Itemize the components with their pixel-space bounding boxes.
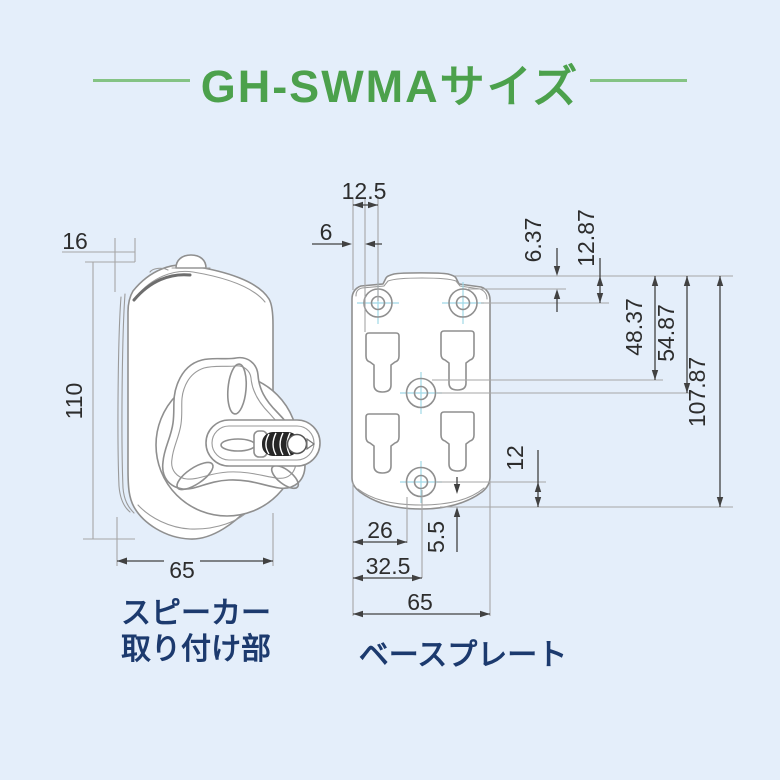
base-plate-view: 12.5 6 6.37 12.87 (312, 178, 733, 618)
screw-ball-tip (286, 433, 308, 455)
plate-extension-lines (352, 196, 733, 616)
dim-edge-to-center: 32.5 (353, 553, 422, 582)
dim-mount-depth: 16 (62, 228, 136, 292)
svg-text:12: 12 (502, 445, 528, 471)
dim-bottom-arc-depth: 5.5 (423, 477, 461, 553)
mount-body-inner-bottom (137, 504, 253, 530)
svg-text:65: 65 (407, 589, 433, 615)
clamp-slot-left (176, 461, 214, 491)
mount-body-inner-top (135, 270, 266, 303)
title-rule-left (93, 79, 190, 82)
svg-text:6.37: 6.37 (520, 218, 546, 263)
svg-text:48.37: 48.37 (621, 298, 647, 356)
svg-text:32.5: 32.5 (366, 553, 411, 579)
dim-edge-to-slot: 6 (312, 219, 382, 248)
caption-speaker-mount-line2: 取り付け部 (121, 633, 271, 666)
svg-text:12.5: 12.5 (342, 178, 387, 204)
keyhole-slots (365, 330, 475, 474)
svg-text:12.87: 12.87 (573, 209, 599, 267)
dim-top-to-hole: 12.87 (573, 209, 604, 303)
hole-center (400, 372, 442, 414)
svg-text:54.87: 54.87 (653, 304, 679, 362)
dim-mount-width-value: 65 (169, 557, 195, 583)
svg-text:107.87: 107.87 (684, 357, 710, 427)
dim-edge-to-hole-x: 12.5 (342, 178, 387, 209)
svg-text:5.5: 5.5 (423, 521, 449, 553)
svg-text:26: 26 (367, 517, 393, 543)
dim-total-height: 107.87 (684, 276, 724, 507)
dim-mount-height: 110 (61, 262, 135, 540)
page-title-row: GH-SWMAサイズ (0, 0, 780, 120)
page-title: GH-SWMAサイズ (200, 61, 580, 112)
hole-top-right (442, 282, 484, 324)
caption-speaker-mount-line1: スピーカー (121, 597, 271, 630)
hole-bottom (400, 461, 442, 503)
dim-edge-to-bottom-hole: 26 (353, 517, 407, 546)
mount-body-edge-accent (132, 273, 192, 302)
dim-top-to-center-hole: 54.87 (653, 276, 691, 393)
caption-base-plate: ベースプレート (358, 639, 568, 672)
screw-point (306, 437, 316, 451)
caption-speaker-mount: スピーカー 取り付け部 (121, 596, 271, 668)
dim-bottom-hole-to-bottom: 12 (502, 445, 542, 507)
mount-back-contours (117, 293, 135, 514)
base-plate-inner-top (355, 277, 488, 300)
dim-mount-depth-value: 16 (62, 228, 88, 254)
mount-top-knob (149, 254, 211, 273)
dim-top-to-step: 6.37 (520, 218, 561, 312)
clamp-slot-top (226, 363, 248, 415)
speaker-mount-view: 16 110 65 (61, 228, 321, 583)
svg-text:6: 6 (320, 219, 333, 245)
clamp-slot-right (270, 464, 300, 490)
mount-handle (205, 419, 321, 467)
dim-mount-width: 65 (116, 513, 274, 583)
dim-plate-width: 65 (353, 589, 490, 618)
dim-top-to-slot-bottom: 48.37 (621, 276, 659, 380)
dim-mount-height-value: 110 (61, 383, 87, 420)
title-rule-right (590, 79, 687, 82)
base-plate-inner-bottom (357, 487, 485, 506)
screw-shaft-icon (262, 432, 316, 456)
